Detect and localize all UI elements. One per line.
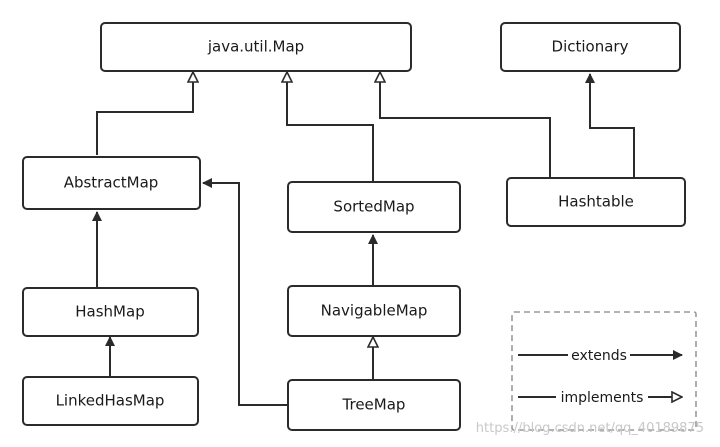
node-label-navigablemap: NavigableMap (321, 302, 428, 320)
node-label-linkedhashmap: LinkedHasMap (56, 392, 165, 410)
node-dictionary: Dictionary (500, 22, 681, 72)
edge-hashtable-implements-map (380, 72, 551, 178)
node-abstractmap: AbstractMap (22, 156, 201, 210)
node-sortedmap: SortedMap (287, 181, 461, 233)
node-treemap: TreeMap (287, 379, 461, 431)
node-label-dictionary: Dictionary (552, 38, 629, 56)
nodes: java.util.Map Dictionary AbstractMap Sor… (22, 22, 686, 431)
node-hashmap: HashMap (22, 287, 199, 337)
edge-treemap-extends-abstractmap (202, 178, 287, 406)
node-label-hashmap: HashMap (75, 303, 144, 321)
legend: extends implements (511, 311, 697, 431)
node-navigablemap: NavigableMap (287, 285, 461, 337)
node-linkedhashmap: LinkedHasMap (22, 376, 199, 426)
edge-abstractmap-implements-map (96, 72, 193, 155)
node-label-hashtable: Hashtable (558, 193, 634, 211)
node-label-java-util-map: java.util.Map (207, 38, 304, 56)
watermark-text: https://blog.csdn.net/qq_40189875 (476, 421, 704, 436)
edges (92, 72, 635, 406)
node-label-abstractmap: AbstractMap (64, 174, 159, 192)
node-java-util-map: java.util.Map (100, 22, 412, 72)
edge-sortedmap-implements-map (287, 72, 374, 182)
legend-implements-label: implements (561, 390, 644, 406)
node-label-sortedmap: SortedMap (333, 198, 414, 216)
legend-extends-label: extends (571, 348, 627, 364)
node-label-treemap: TreeMap (342, 396, 406, 414)
edge-hashtable-extends-dictionary (585, 73, 635, 178)
node-hashtable: Hashtable (506, 177, 686, 227)
